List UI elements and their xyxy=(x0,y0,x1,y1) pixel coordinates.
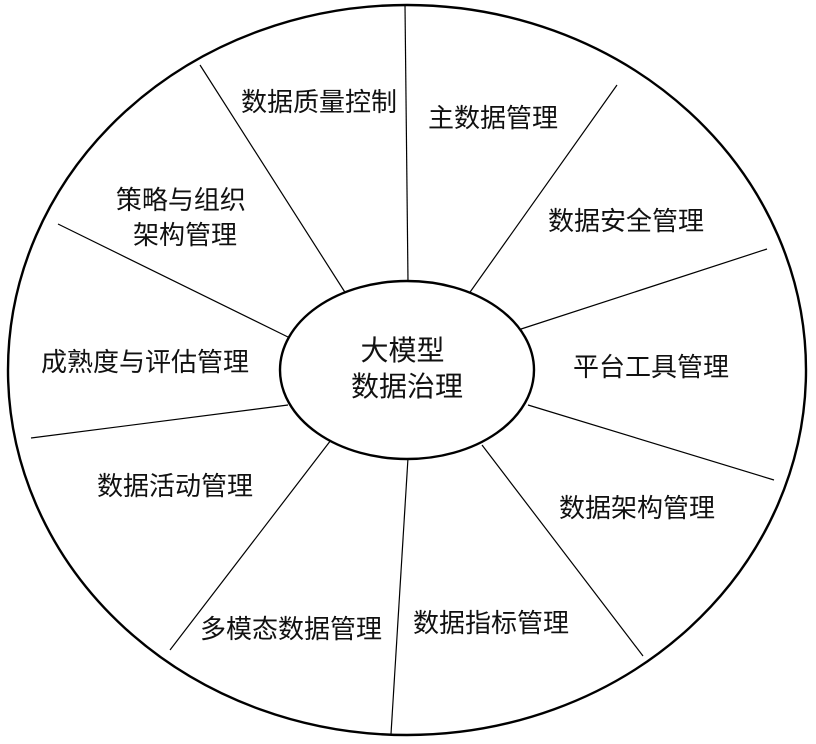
divider-line xyxy=(527,404,775,481)
segment-label-line: 数据安全管理 xyxy=(548,207,704,237)
segment-label-data-architecture: 数据架构管理 xyxy=(559,494,715,524)
segment-label-data-quality: 数据质量控制 xyxy=(241,88,397,118)
segment-dividers xyxy=(30,4,775,735)
divider-line xyxy=(57,223,291,339)
segment-label-data-activity: 数据活动管理 xyxy=(97,472,253,502)
segment-label-line: 数据活动管理 xyxy=(97,472,253,502)
center-hub xyxy=(278,279,536,461)
segment-label-line: 架构管理 xyxy=(133,221,237,251)
divider-line xyxy=(517,248,768,331)
divider-line xyxy=(169,439,332,651)
segment-label-line: 主数据管理 xyxy=(428,104,558,134)
segment-label-multimodal-data: 多模态数据管理 xyxy=(200,615,382,645)
divider-line xyxy=(404,4,409,283)
segment-label-master-data: 主数据管理 xyxy=(428,104,558,134)
segment-label-line: 平台工具管理 xyxy=(573,353,729,383)
segment-label-line: 多模态数据管理 xyxy=(200,615,382,645)
segment-label-line: 策略与组织 xyxy=(116,186,246,216)
segment-label-platform-tools: 平台工具管理 xyxy=(573,353,729,383)
segment-label-strategy-organization: 策略与组织 架构管理 xyxy=(116,186,254,251)
divider-line xyxy=(467,84,618,296)
divider-line xyxy=(199,64,349,298)
center-title: 大模型 数据治理 xyxy=(351,334,463,403)
divider-line xyxy=(481,444,644,657)
center-title-line-1: 大模型 xyxy=(361,334,445,367)
divider-line xyxy=(30,404,289,439)
segment-label-maturity-assessment: 成熟度与评估管理 xyxy=(41,348,249,378)
segment-label-line: 数据架构管理 xyxy=(559,494,715,524)
segment-label-line: 数据指标管理 xyxy=(413,609,569,639)
segment-label-line: 数据质量控制 xyxy=(241,88,397,118)
segment-label-line: 成熟度与评估管理 xyxy=(41,348,249,378)
divider-line xyxy=(390,457,409,735)
outer-circle xyxy=(6,3,808,737)
segment-label-data-metrics: 数据指标管理 xyxy=(413,609,569,639)
center-title-line-2: 数据治理 xyxy=(351,370,463,403)
segment-label-data-security: 数据安全管理 xyxy=(548,207,704,237)
